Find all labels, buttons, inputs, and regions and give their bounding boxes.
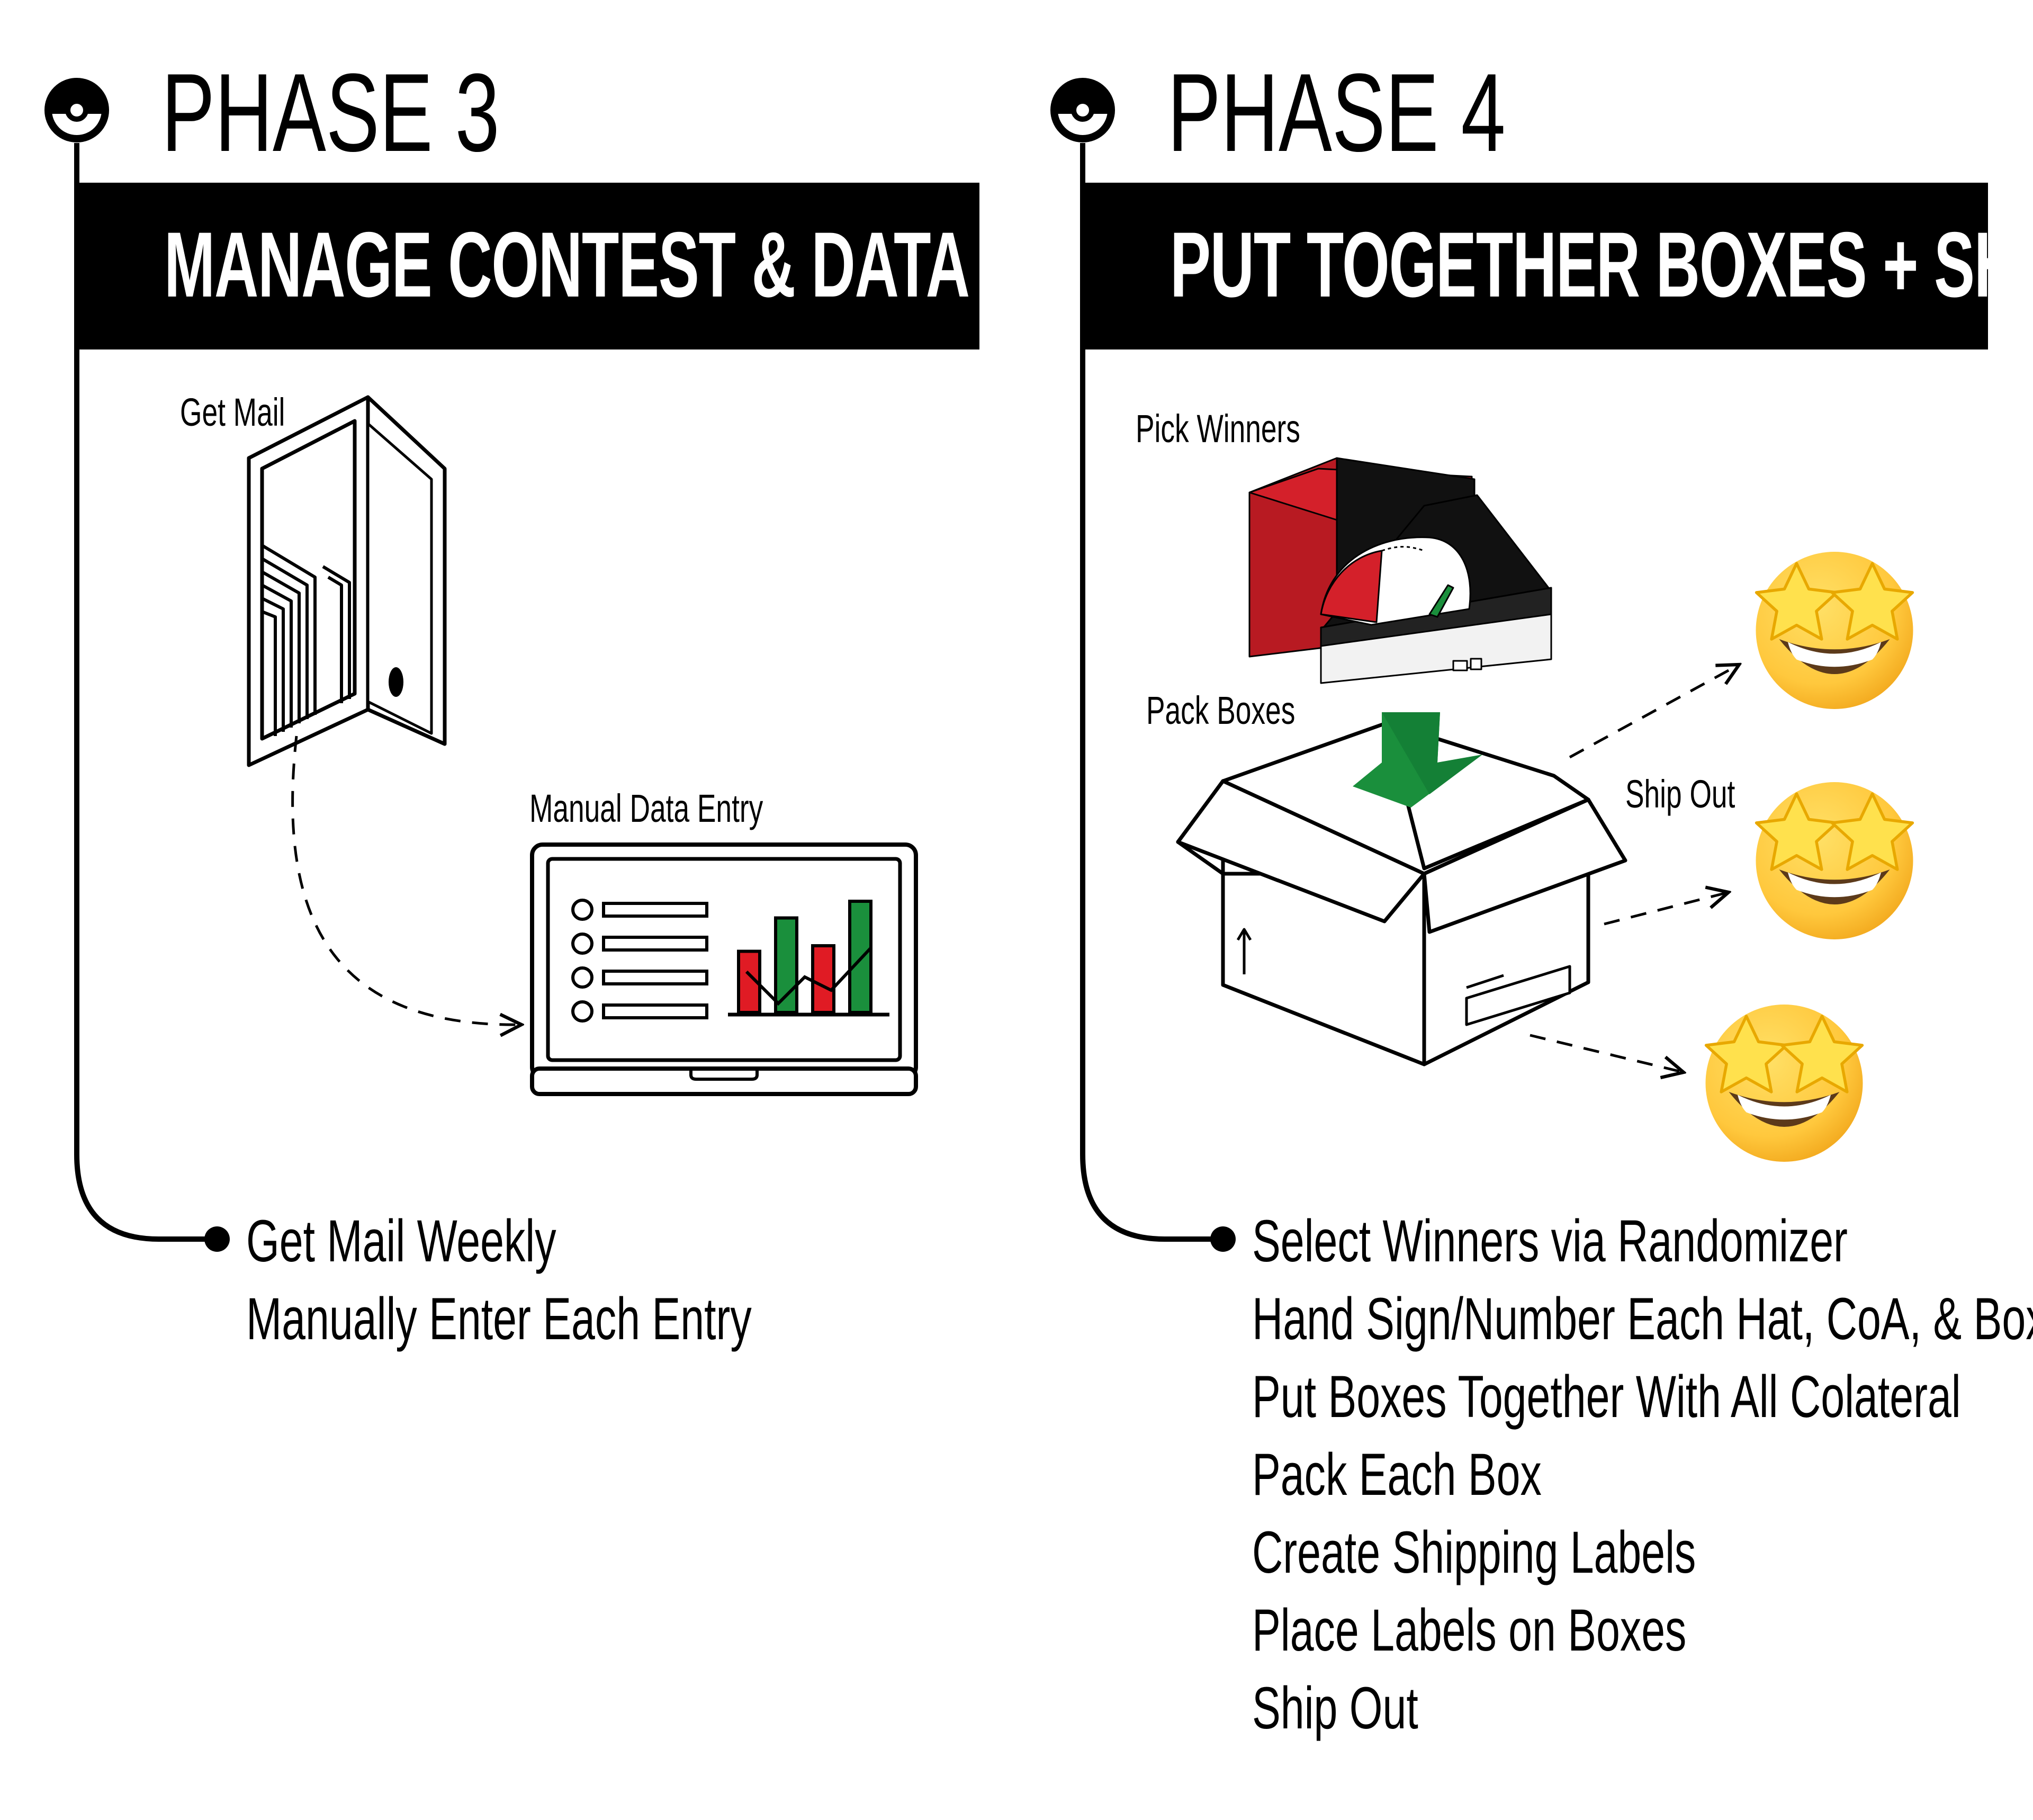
down-arrow-icon xyxy=(1353,712,1482,808)
list-bullet xyxy=(571,899,593,921)
chart-bar xyxy=(811,944,835,1014)
list-bullet xyxy=(571,966,593,989)
phase-3-banner-title: MANAGE CONTEST & DATA xyxy=(164,213,970,317)
timeline-dot xyxy=(204,1226,230,1252)
caption-pick-winners: Pick Winners xyxy=(1136,407,1300,451)
ship-arrow-3 xyxy=(1530,1034,1684,1072)
timeline-phase-4 xyxy=(1080,143,1236,1252)
chart-trend-line xyxy=(745,946,872,1006)
list-bullet xyxy=(571,1000,593,1023)
caption-manual-data-entry: Manual Data Entry xyxy=(529,786,763,830)
phase-3-banner: MANAGE CONTEST & DATA xyxy=(77,183,979,349)
star-struck-emoji-icon xyxy=(1747,770,1922,945)
timeline-dot xyxy=(1210,1226,1236,1252)
step-item: Ship Out xyxy=(1252,1675,1418,1741)
caption-get-mail: Get Mail xyxy=(180,390,285,434)
step-item: Pack Each Box xyxy=(1252,1441,1542,1508)
phase-4-banner-title: PUT TOGETHER BOXES + SHIP xyxy=(1170,213,2033,317)
laptop-icon xyxy=(530,842,918,1096)
caption-ship-out: Ship Out xyxy=(1625,772,1735,816)
dashed-connector xyxy=(291,736,521,1025)
timeline-phase-3 xyxy=(74,143,230,1252)
step-item: Select Winners via Randomizer xyxy=(1252,1208,1848,1274)
phase-4-banner: PUT TOGETHER BOXES + SHIP xyxy=(1083,183,2033,349)
phase-3-label: PHASE 3 xyxy=(161,50,500,175)
step-item: Manually Enter Each Entry xyxy=(246,1286,752,1352)
gift-box-icon xyxy=(1248,457,1552,684)
pokeball-icon xyxy=(1050,78,1115,142)
ship-arrow-1 xyxy=(1569,665,1739,759)
chart-bar xyxy=(774,916,798,1014)
mailbox-icon xyxy=(247,395,447,767)
step-item: Place Labels on Boxes xyxy=(1252,1597,1687,1663)
list-line xyxy=(602,970,708,985)
step-item: Create Shipping Labels xyxy=(1252,1519,1696,1585)
pokeball-icon xyxy=(44,78,109,142)
step-item: Get Mail Weekly xyxy=(246,1208,556,1274)
list-line xyxy=(602,1003,708,1019)
cardboard-box-icon xyxy=(1176,721,1627,1066)
phase-4-label: PHASE 4 xyxy=(1167,50,1506,175)
star-struck-emoji-icon xyxy=(1747,540,1922,715)
star-struck-emoji-icon xyxy=(1697,993,1872,1168)
list-line xyxy=(602,936,708,952)
caption-pack-boxes: Pack Boxes xyxy=(1146,688,1296,732)
ship-arrow-2 xyxy=(1604,892,1729,926)
step-item: Hand Sign/Number Each Hat, CoA, & Box xyxy=(1252,1286,2033,1352)
step-item: Put Boxes Together With All Colateral xyxy=(1252,1364,1961,1430)
list-bullet xyxy=(571,933,593,955)
list-line xyxy=(602,902,708,918)
